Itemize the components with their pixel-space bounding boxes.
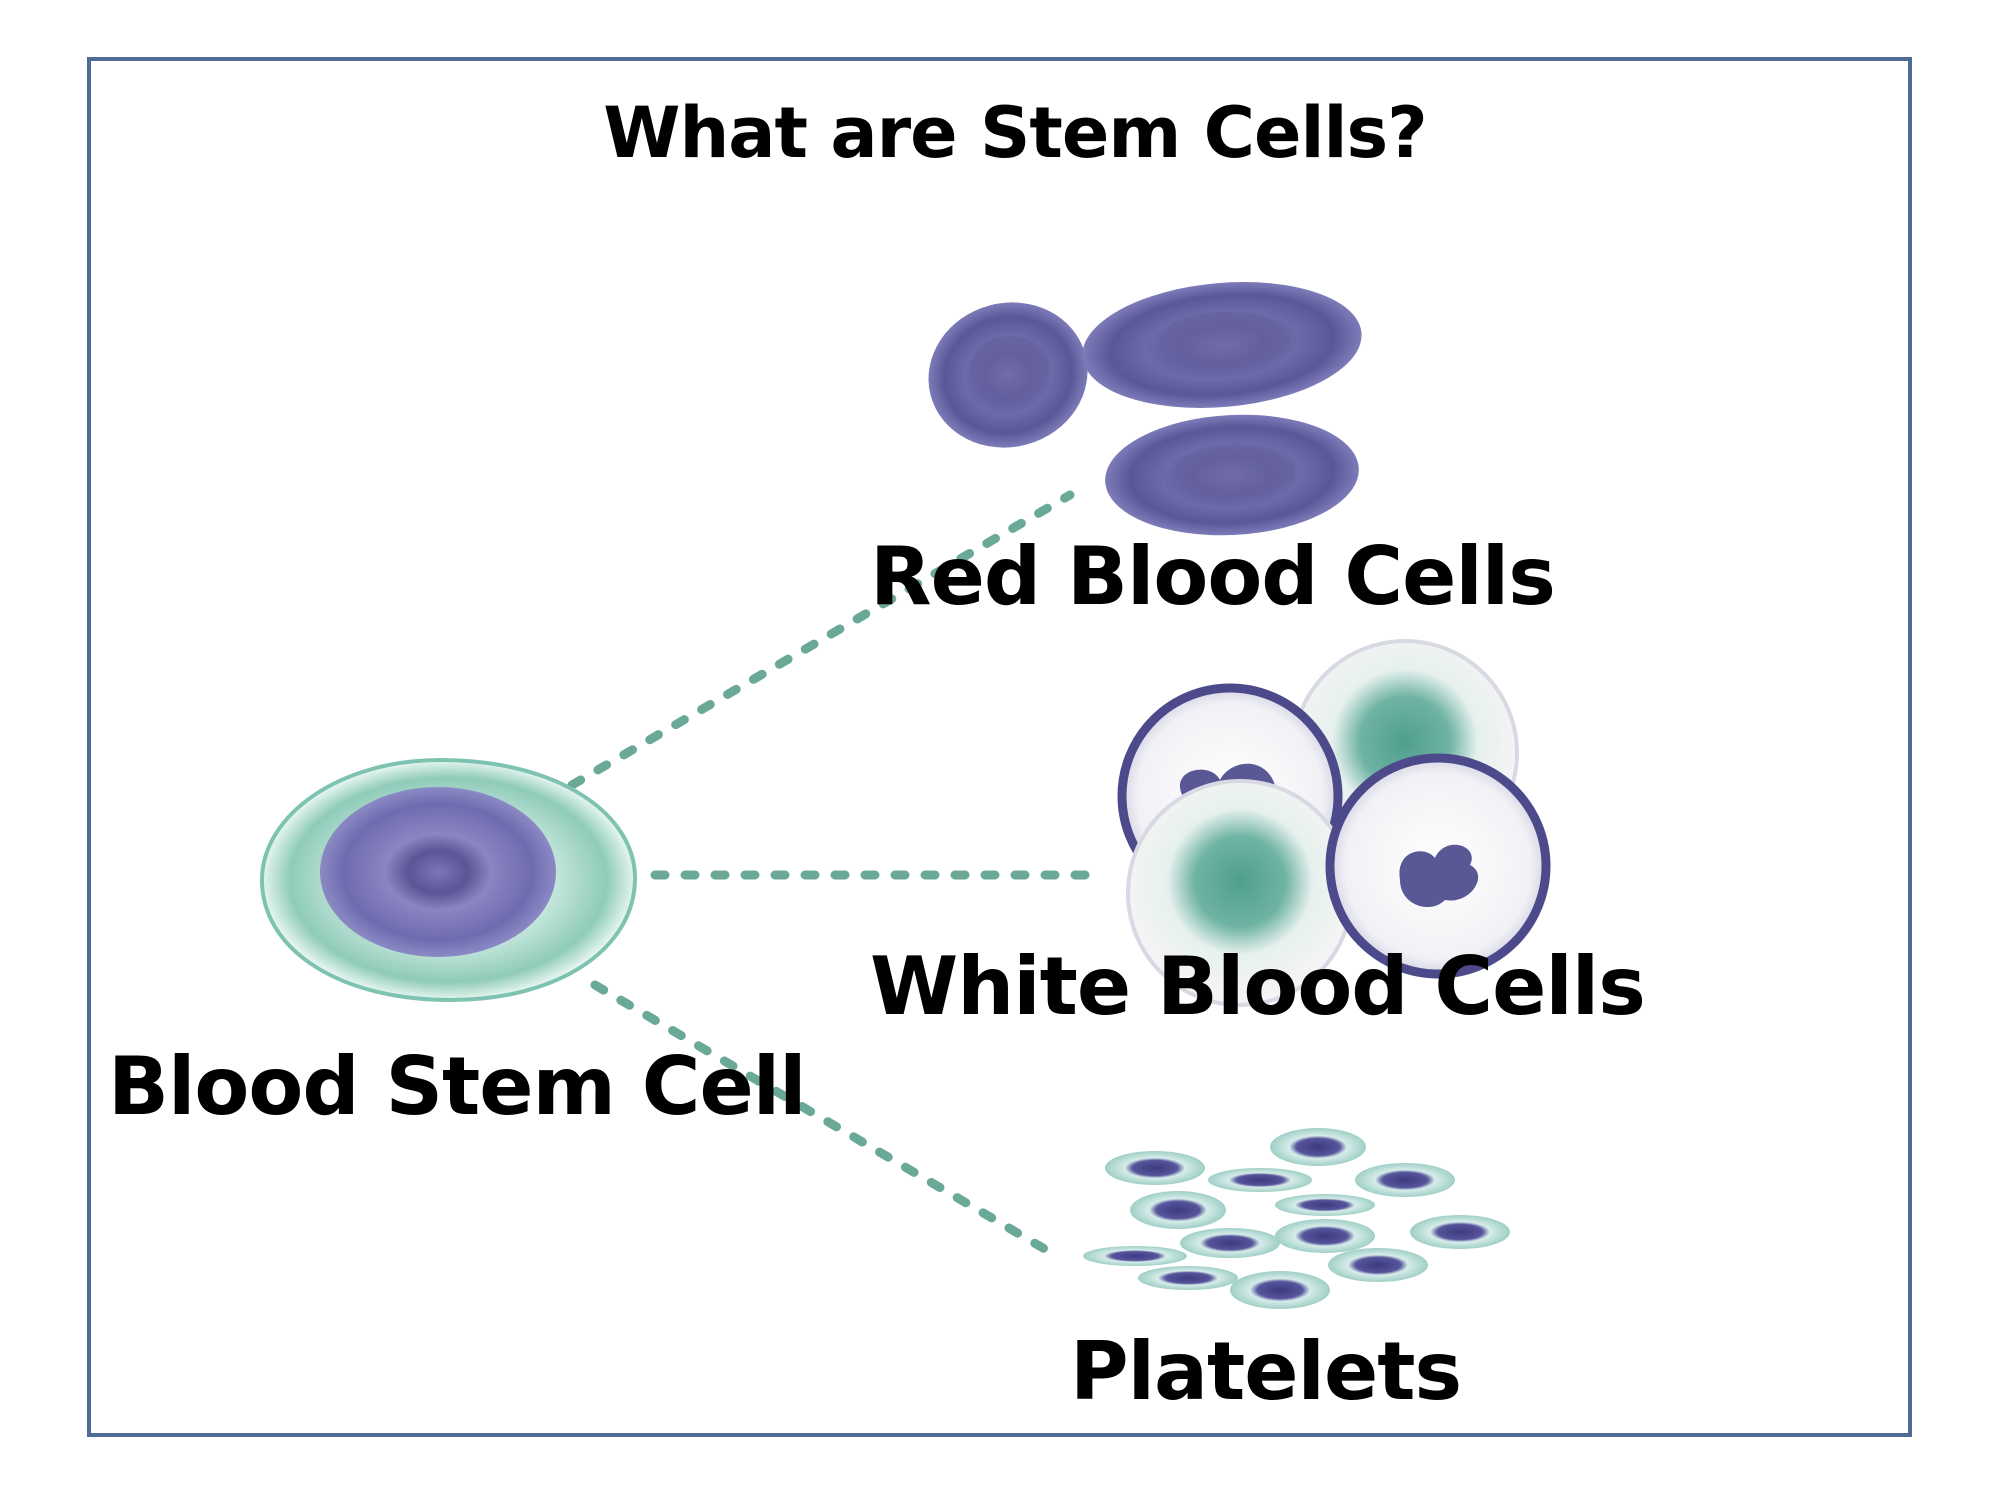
platelets-icon: [1083, 1128, 1510, 1309]
connector-to-red: [567, 490, 1075, 790]
label-red-blood-cells: Red Blood Cells: [870, 530, 1556, 623]
label-blood-stem-cell: Blood Stem Cell: [108, 1040, 807, 1133]
blood-stem-cell-icon: [259, 757, 638, 1003]
label-platelets: Platelets: [1070, 1325, 1462, 1418]
label-white-blood-cells: White Blood Cells: [870, 940, 1646, 1033]
connector-to-platelets: [590, 980, 1065, 1263]
red-blood-cells-icon: [928, 282, 1362, 536]
diagram-frame: [87, 57, 1912, 1437]
white-blood-cells-icon: [1117, 639, 1551, 1007]
diagram-title: What are Stem Cells?: [603, 92, 1428, 174]
